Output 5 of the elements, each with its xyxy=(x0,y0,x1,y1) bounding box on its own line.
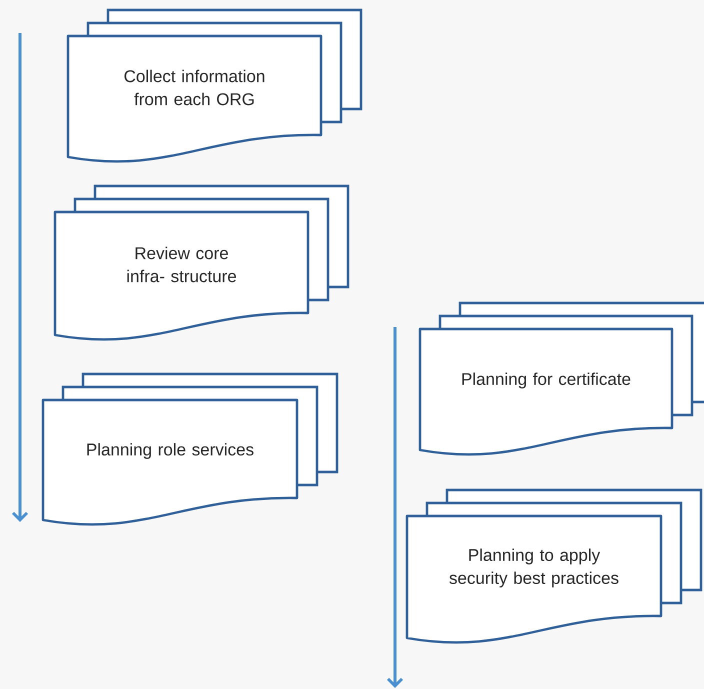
document-stack: Planning for certificate xyxy=(418,302,704,456)
document-stack: Review core infra- structure xyxy=(54,184,350,341)
document-stack: Planning role services xyxy=(42,372,338,526)
document-stack: Collect information from each ORG xyxy=(66,8,362,163)
document-stack: Planning to apply security best practices xyxy=(406,488,702,644)
